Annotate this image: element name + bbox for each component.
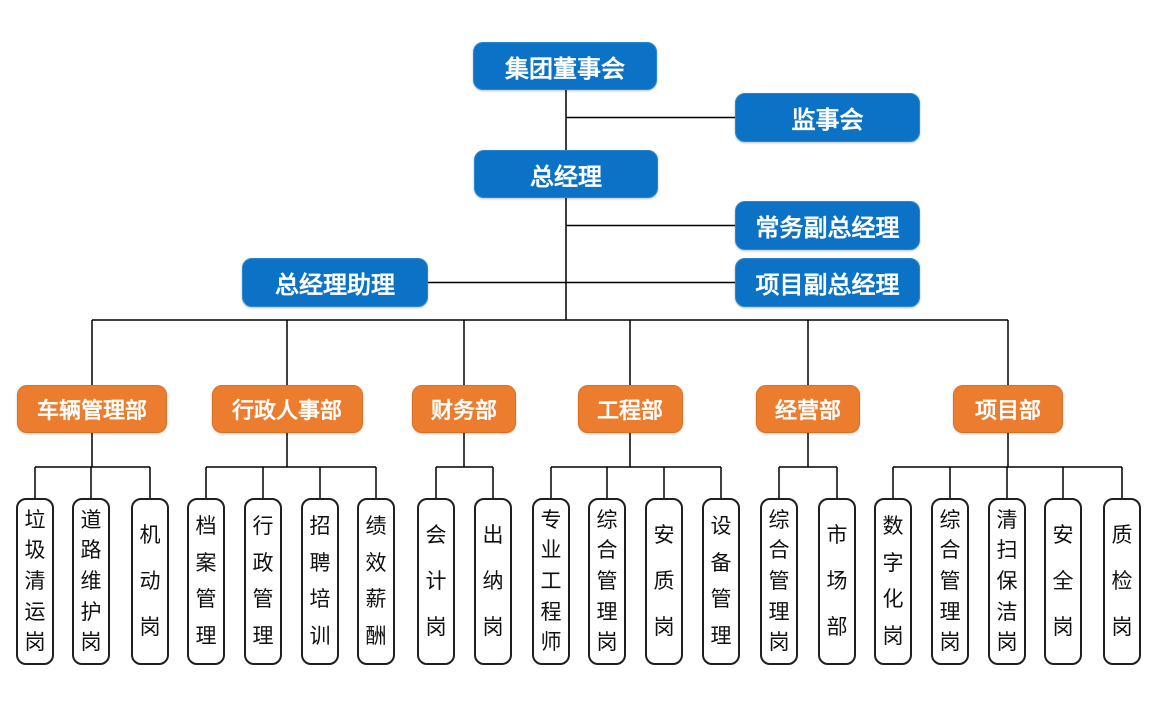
vehicle-management-dept-box: 车辆管理部 xyxy=(17,385,167,433)
operations-dept-label: 经营部 xyxy=(774,398,841,423)
position-box: 道路维护岗 xyxy=(72,498,110,665)
position-label: 数字化岗 xyxy=(882,514,904,649)
position-label: 招聘培训 xyxy=(309,514,331,649)
position-box: 绩效薪酬 xyxy=(357,498,395,665)
position-label: 综合管理岗 xyxy=(768,508,790,655)
gm-assistant-box: 总经理助理 xyxy=(242,258,428,307)
admin-hr-dept-box: 行政人事部 xyxy=(211,385,363,433)
position-label: 出纳岗 xyxy=(482,524,504,639)
position-label: 档案管理 xyxy=(195,514,217,649)
gm-assistant-label: 总经理助理 xyxy=(275,272,395,299)
position-label: 市场部 xyxy=(826,524,848,639)
position-box: 安质岗 xyxy=(645,498,683,665)
executive-deputy-gm-box: 常务副总经理 xyxy=(735,201,920,250)
position-box: 综合管理岗 xyxy=(760,498,798,665)
position-box: 招聘培训 xyxy=(301,498,339,665)
supervisory-board-label: 监事会 xyxy=(791,107,864,134)
admin-hr-dept-label: 行政人事部 xyxy=(231,398,342,423)
position-box: 专业工程师 xyxy=(532,498,570,665)
finance-dept-box: 财务部 xyxy=(412,385,516,433)
position-label: 安全岗 xyxy=(1052,524,1074,639)
position-box: 设备管理 xyxy=(702,498,740,665)
position-box: 行政管理 xyxy=(244,498,282,665)
position-box: 出纳岗 xyxy=(474,498,512,665)
position-label: 机动岗 xyxy=(139,524,161,639)
position-box: 市场部 xyxy=(818,498,856,665)
vehicle-management-dept-label: 车辆管理部 xyxy=(36,398,147,423)
project-deputy-gm-box: 项目副总经理 xyxy=(735,258,920,307)
position-label: 综合管理岗 xyxy=(939,508,961,655)
position-box: 安全岗 xyxy=(1044,498,1082,665)
finance-dept-label: 财务部 xyxy=(430,398,497,423)
position-box: 会计岗 xyxy=(417,498,455,665)
position-label: 综合管理岗 xyxy=(596,508,618,655)
position-box: 综合管理岗 xyxy=(588,498,626,665)
position-box: 垃圾清运岗 xyxy=(16,498,54,665)
board-of-directors-label: 集团董事会 xyxy=(505,55,625,83)
position-label: 质检岗 xyxy=(1111,524,1133,639)
position-box: 数字化岗 xyxy=(874,498,912,665)
project-dept-label: 项目部 xyxy=(974,398,1041,423)
position-label: 道路维护岗 xyxy=(80,508,102,655)
engineering-dept-label: 工程部 xyxy=(596,398,663,423)
board-of-directors-box: 集团董事会 xyxy=(473,42,657,90)
position-box: 机动岗 xyxy=(131,498,169,665)
position-label: 垃圾清运岗 xyxy=(24,508,46,655)
executive-deputy-gm-label: 常务副总经理 xyxy=(755,215,900,242)
project-deputy-gm-label: 项目副总经理 xyxy=(755,272,900,299)
general-manager-box: 总经理 xyxy=(474,150,658,198)
project-dept-box: 项目部 xyxy=(953,385,1063,433)
position-box: 综合管理岗 xyxy=(931,498,969,665)
position-box: 档案管理 xyxy=(187,498,225,665)
position-label: 专业工程师 xyxy=(540,508,562,655)
supervisory-board-box: 监事会 xyxy=(735,93,920,142)
position-label: 清扫保洁岗 xyxy=(996,508,1018,655)
engineering-dept-box: 工程部 xyxy=(577,385,683,433)
position-label: 会计岗 xyxy=(425,524,447,639)
position-box: 质检岗 xyxy=(1103,498,1141,665)
position-box: 清扫保洁岗 xyxy=(988,498,1026,665)
operations-dept-box: 经营部 xyxy=(756,385,860,433)
position-label: 设备管理 xyxy=(710,514,732,649)
position-label: 绩效薪酬 xyxy=(365,514,387,649)
position-label: 安质岗 xyxy=(653,524,675,639)
position-label: 行政管理 xyxy=(252,514,274,649)
general-manager-label: 总经理 xyxy=(530,163,602,191)
